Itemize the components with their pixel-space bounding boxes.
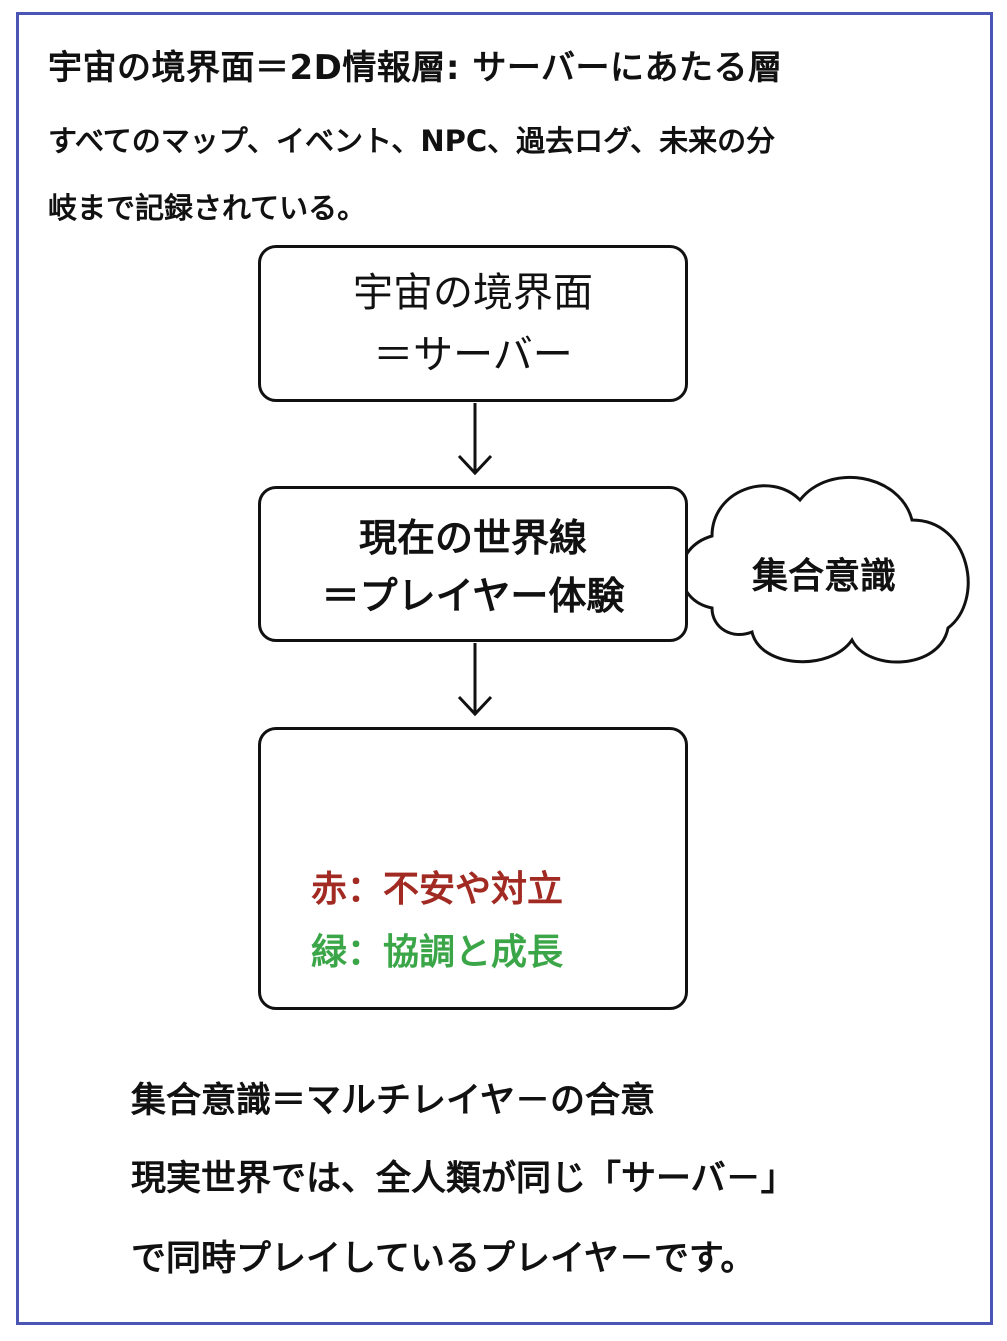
worldline-box-subtitle: ＝プレイヤー体験 [321,574,625,618]
footer-line-2: 現実世界では、全人類が同じ「サーバ－」 [131,1159,796,1199]
arrow-world-to-timeline [457,643,493,717]
server-box: 宇宙の境界面 ＝サーバー [258,245,688,402]
server-box-title: 宇宙の境界面 [353,270,593,316]
cloud-shape [679,475,970,664]
page-frame [16,12,993,1325]
server-box-subtitle: ＝サーバー [373,332,573,378]
legend-green: 緑：協調と成長 [311,932,564,973]
legend-red: 赤：不安や対立 [311,869,564,910]
arrow-server-to-world [457,403,493,476]
intro-line-2: 岐まで記録されている。 [48,191,367,225]
intro-line-1: すべてのマップ、イベント、NPC、過去ログ、未来の分 [48,124,776,158]
timeline-box: 赤：不安や対立 緑：協調と成長 [258,727,688,1010]
page-heading: 宇宙の境界面＝2D情報層: サーバーにあたる層 [48,48,783,88]
footer-line-1: 集合意識＝マルチレイヤ－の合意 [131,1081,655,1121]
worldline-box: 現在の世界線 ＝プレイヤー体験 [258,486,688,642]
cloud-label: 集合意識 [751,556,896,597]
footer-line-3: で同時プレイしているプレイヤ－です。 [131,1239,756,1279]
worldline-box-title: 現在の世界線 [358,516,587,560]
